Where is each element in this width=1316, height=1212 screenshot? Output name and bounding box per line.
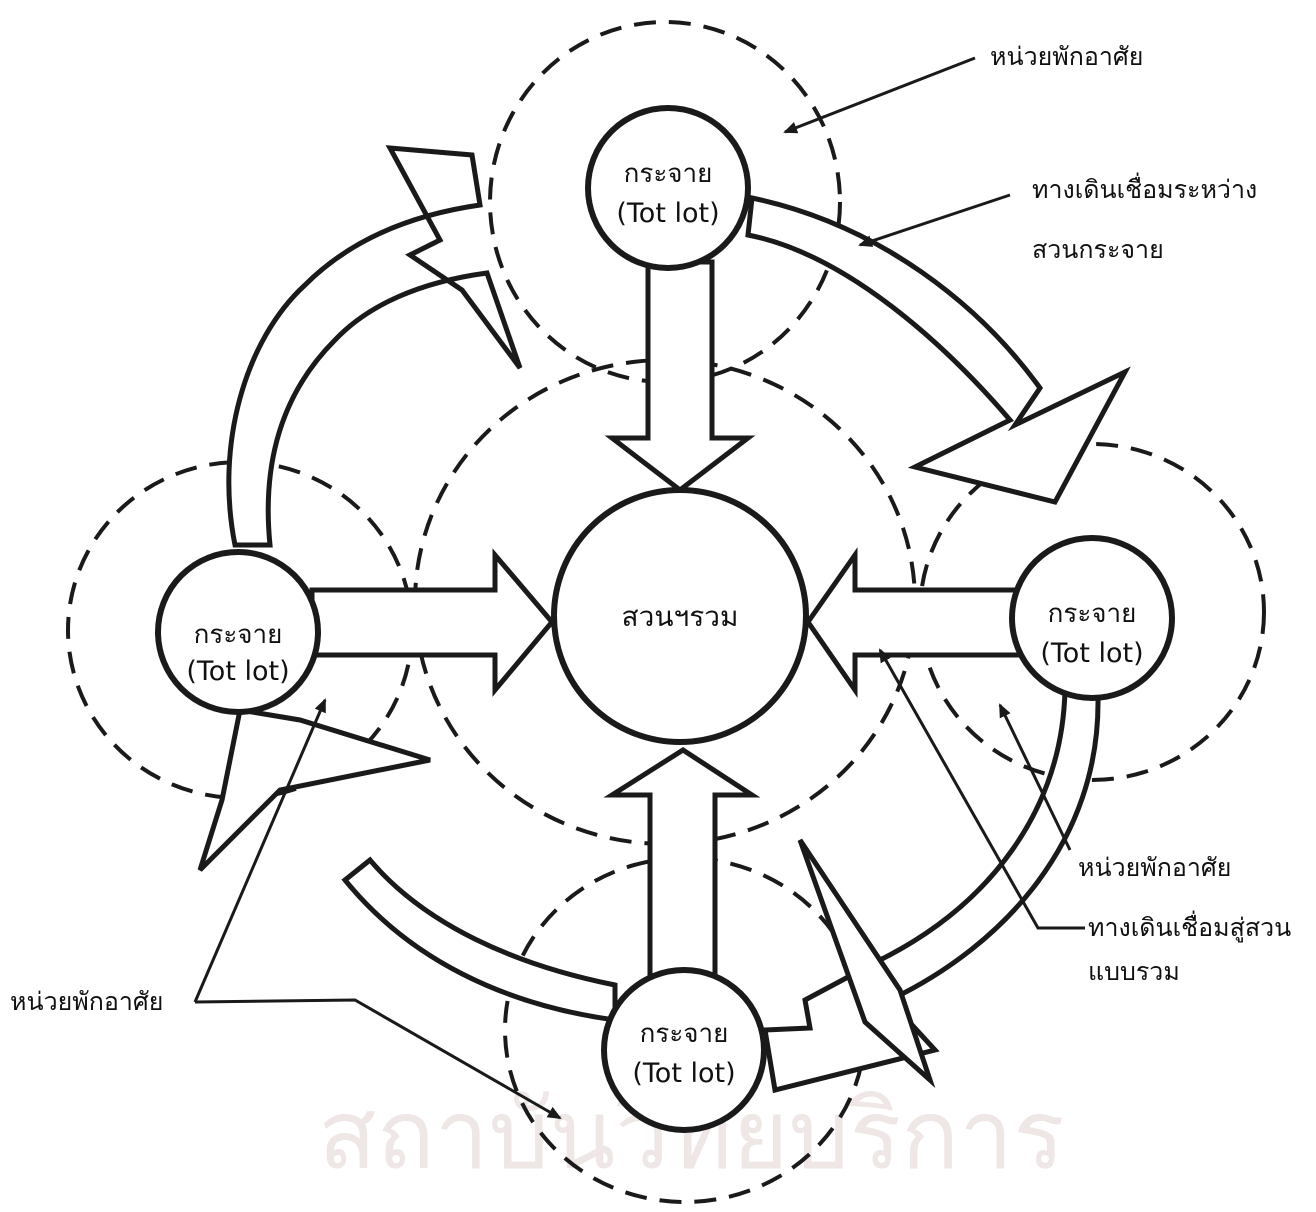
link-arrow-bottom — [603, 747, 761, 1003]
tot-lot-left-label: กระจาย — [194, 620, 283, 650]
tot-lot-bottom-sublabel: (Tot lot) — [632, 1058, 735, 1089]
walkway-arrow-left-head — [197, 707, 431, 872]
walkway-arrow-bottom-right-tip — [797, 838, 936, 1089]
tot-lot-right — [1009, 535, 1175, 701]
annotation-leaders — [193, 56, 1085, 1120]
link-arrow-left — [309, 548, 556, 697]
walkway-arrow-bottom-to-left — [341, 856, 618, 1023]
tot-lot-bottom — [601, 967, 767, 1133]
tot-lot-right-sublabel: (Tot lot) — [1040, 638, 1143, 669]
leader-top-housing — [783, 56, 976, 134]
connector-walkways — [197, 145, 1131, 1094]
annotation-connector-line2: สวนกระจาย — [1032, 235, 1164, 264]
annotation-left-housing: หน่วยพักอาศัย — [10, 987, 163, 1016]
leader-link-walkway — [878, 648, 1085, 930]
leader-left-housing-a — [193, 698, 327, 1003]
walkway-arrow-right-to-bottom — [877, 686, 1101, 1004]
tot-lot-top-sublabel: (Tot lot) — [616, 198, 719, 229]
walkway-arrow-left-to-top — [226, 145, 523, 548]
leader-left-housing-b — [194, 998, 562, 1120]
annotation-right-housing: หน่วยพักอาศัย — [1078, 853, 1231, 882]
annotation-top-housing: หน่วยพักอาศัย — [990, 42, 1143, 71]
annotation-link-line2: แบบรวม — [1088, 957, 1180, 986]
tot-lot-top-label: กระจาย — [624, 159, 713, 189]
link-walkways — [309, 259, 1023, 1003]
walkway-arrow-top-to-right — [745, 194, 1131, 505]
leader-connector — [858, 193, 1011, 247]
annotation-link-line1: ทางเดินเชื่อมสู่สวน — [1088, 910, 1291, 943]
central-garden-label: สวนฯรวม — [622, 600, 739, 633]
tot-lot-top — [585, 105, 751, 271]
tot-lot-left-sublabel: (Tot lot) — [186, 656, 289, 687]
tot-lot-left — [155, 549, 321, 715]
tot-lot-right-label: กระจาย — [1048, 599, 1137, 629]
link-arrow-right — [804, 547, 1023, 699]
housing-zone-top — [488, 20, 842, 384]
tot-lot-nodes — [155, 105, 1175, 1133]
annotation-connector-line1: ทางเดินเชื่อมระหว่าง — [1032, 172, 1257, 204]
leader-right-housing — [998, 703, 1072, 851]
link-arrow-top — [604, 259, 756, 494]
central-garden — [551, 487, 809, 745]
tot-lot-bottom-label: กระจาย — [640, 1019, 729, 1049]
